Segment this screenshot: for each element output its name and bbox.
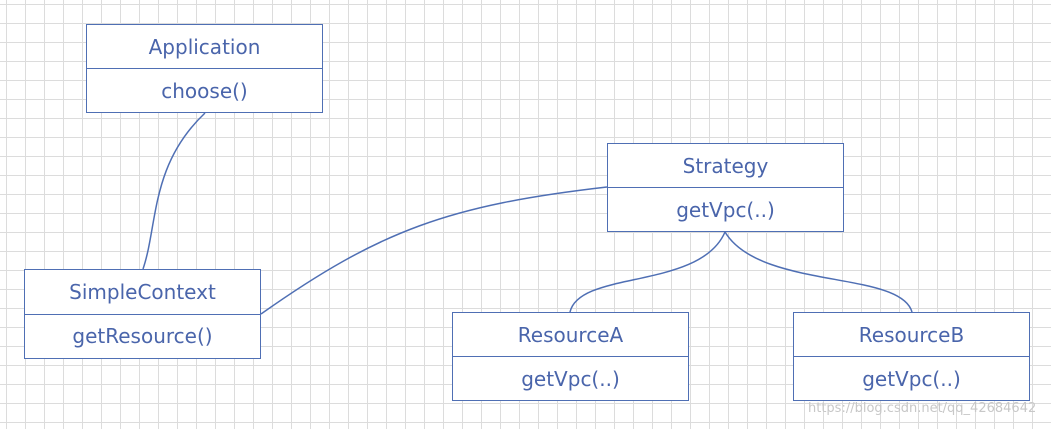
class-name-resourcea: ResourceA [453,313,688,357]
class-box-resourcea[interactable]: ResourceA getVpc(..) [452,312,689,401]
class-box-application[interactable]: Application choose() [86,24,323,113]
class-name-application: Application [87,25,322,69]
class-name-strategy: Strategy [608,144,843,188]
connector-simplecontext-strategy [260,186,608,315]
watermark-text: https://blog.csdn.net/qq_42684642 [808,401,1037,416]
class-name-resourceb: ResourceB [794,313,1029,357]
class-box-strategy[interactable]: Strategy getVpc(..) [607,143,844,232]
class-method-strategy: getVpc(..) [676,197,775,222]
class-box-resourceb[interactable]: ResourceB getVpc(..) [793,312,1030,401]
connector-strategy-resourcea [569,231,726,313]
class-method-simplecontext: getResource() [72,324,213,349]
class-box-simplecontext[interactable]: SimpleContext getResource() [24,269,261,359]
class-method-resourcea: getVpc(..) [521,366,620,391]
class-name-simplecontext: SimpleContext [25,270,260,315]
class-method-application: choose() [161,78,248,103]
class-method-resourceb: getVpc(..) [862,366,961,391]
connector-application-simplecontext [142,112,206,270]
connector-strategy-resourceb [724,231,913,313]
